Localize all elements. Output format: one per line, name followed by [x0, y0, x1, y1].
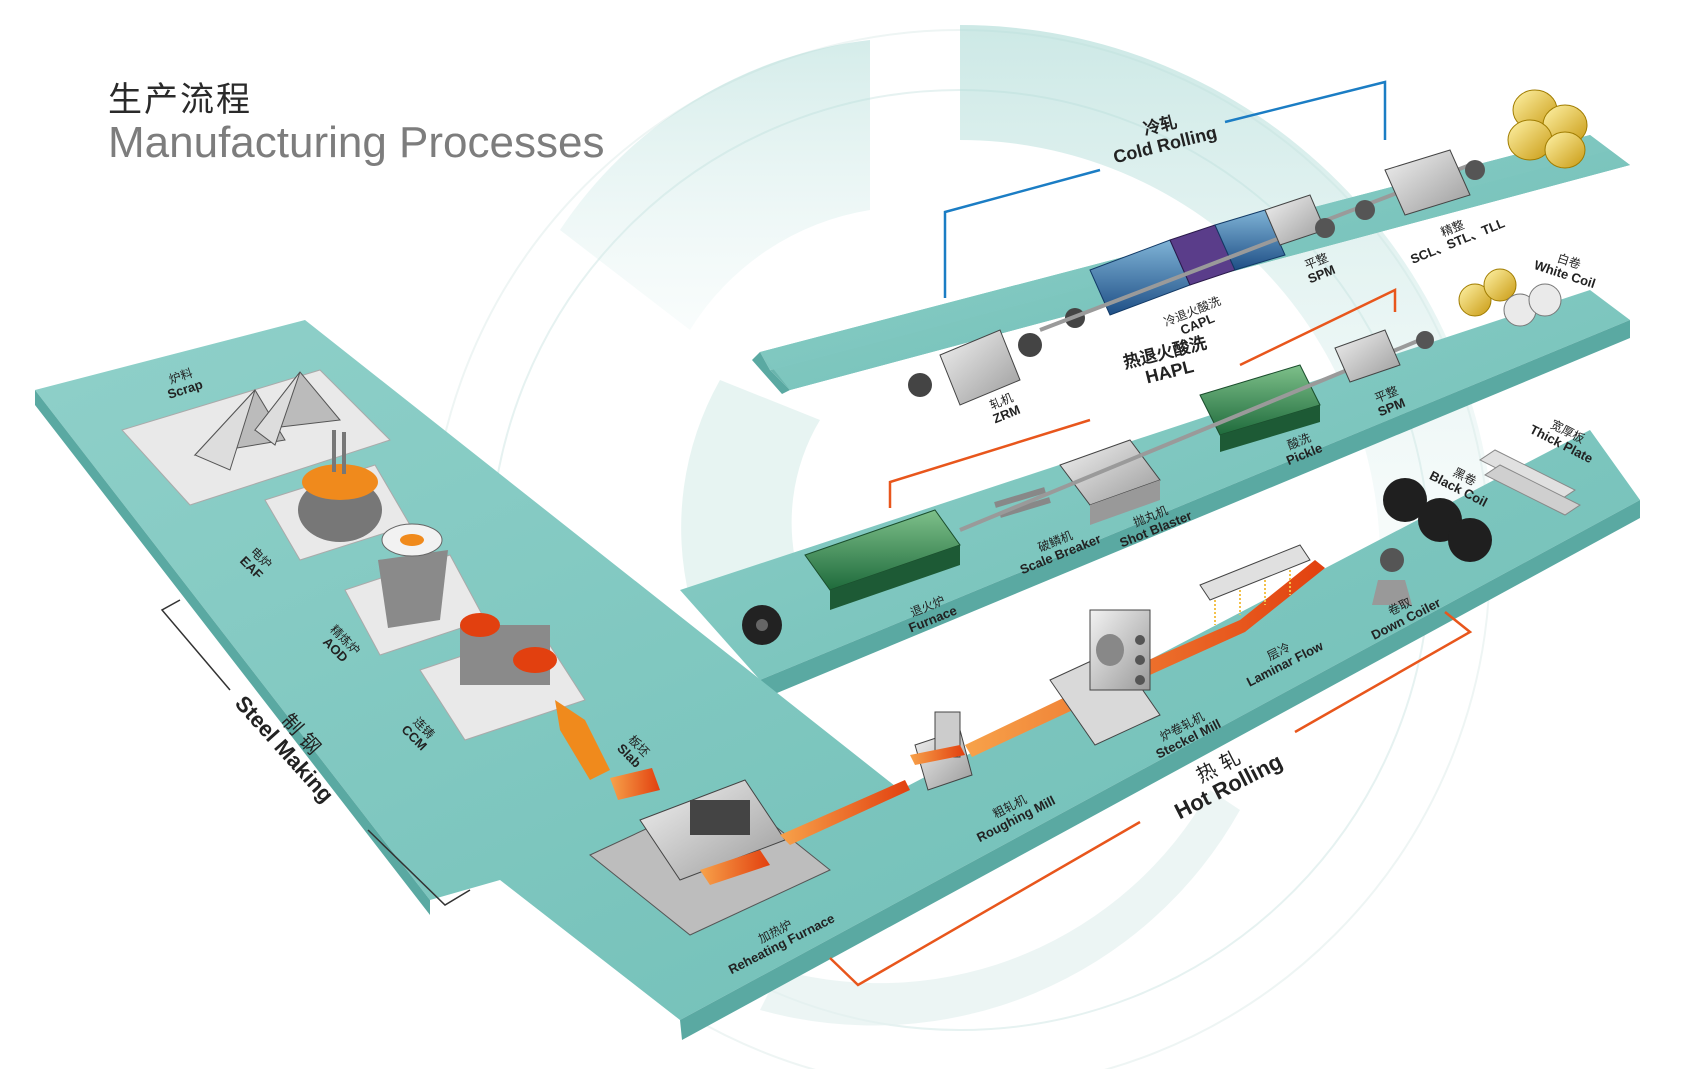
finishing-lines	[1384, 149, 1485, 216]
hot-rolling-platform	[35, 320, 1640, 1040]
slab-piece	[610, 768, 660, 800]
down-coiler	[1372, 548, 1412, 605]
hot-rolling-bracket	[829, 611, 1473, 987]
aod-converter	[344, 523, 486, 656]
gold-coils	[1507, 89, 1588, 169]
eaf-furnace	[264, 430, 411, 561]
annealing-furnace	[804, 509, 961, 610]
ccm-caster	[419, 613, 610, 780]
scale-breaker	[994, 487, 1051, 518]
cold-spm	[1264, 194, 1375, 246]
laminar-flow-cooling	[1199, 544, 1311, 625]
cold-rolling-bracket	[943, 80, 1387, 298]
steckel-mill	[1049, 609, 1161, 746]
capl-line	[1065, 209, 1286, 328]
steel-making-bracket	[160, 599, 471, 906]
hapl-strip	[959, 338, 1421, 532]
page-title-en: Manufacturing Processes	[108, 118, 605, 167]
hot-strip	[965, 560, 1325, 757]
hapl-spm	[1334, 329, 1434, 383]
page-title-zh: 生产流程	[108, 80, 252, 120]
thick-plates	[1479, 449, 1581, 516]
zrm-mill	[908, 329, 1042, 406]
roughing-mill	[910, 711, 973, 791]
scrap-piles	[121, 369, 391, 506]
reheating-furnace	[589, 779, 910, 936]
hapl-bracket	[888, 288, 1397, 508]
white-coils	[1458, 268, 1562, 327]
hapl-coil	[742, 605, 782, 645]
black-coils	[1383, 478, 1492, 562]
